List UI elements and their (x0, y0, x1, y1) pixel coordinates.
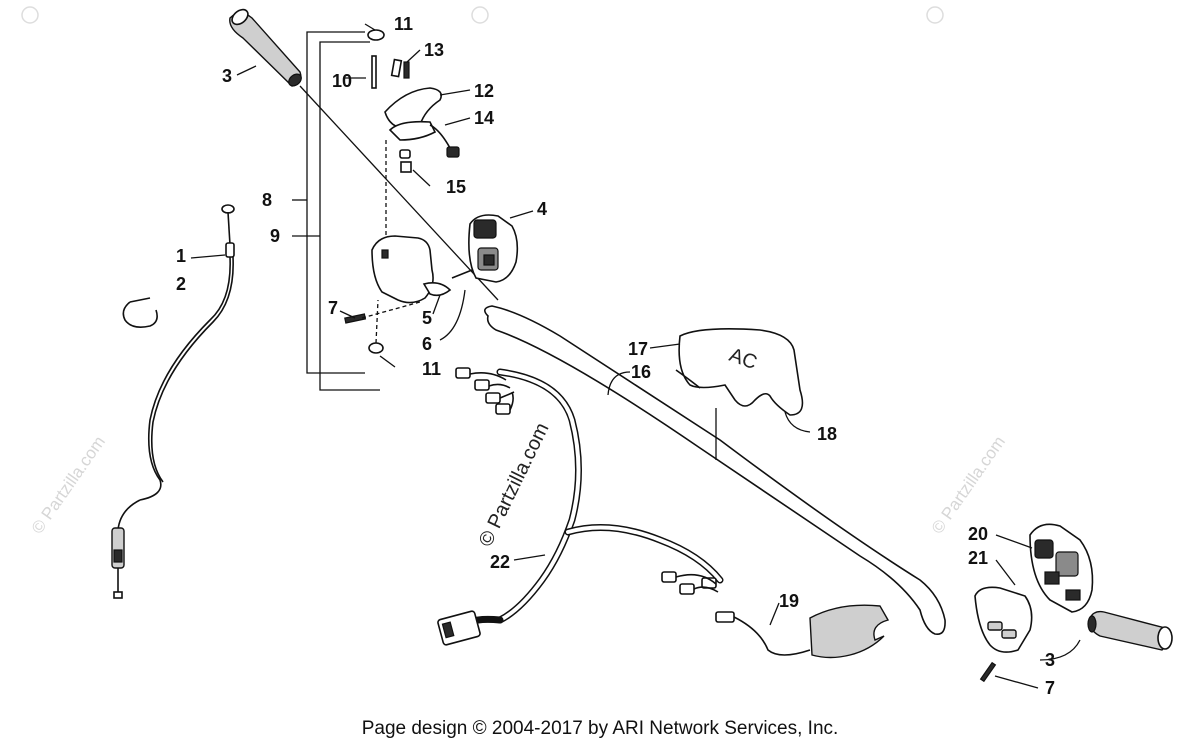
callout-3-left: 3 (222, 66, 232, 86)
brake-lever-assembly (367, 29, 460, 240)
handlebar-pad: AC (675, 328, 804, 460)
callout-16: 16 (631, 362, 651, 382)
callout-8: 8 (262, 190, 272, 210)
callout-17: 17 (628, 339, 648, 359)
handlebar (484, 305, 946, 636)
grip-heater (715, 604, 890, 659)
watermark-center: © Partzilla.com (475, 419, 554, 550)
callouts: 11 13 3 10 12 14 15 8 4 9 1 2 7 5 6 17 1… (176, 14, 1055, 698)
leader-lines (190, 23, 1081, 689)
callout-20: 20 (968, 524, 988, 544)
center-line (299, 85, 499, 301)
callout-7-right: 7 (1045, 678, 1055, 698)
callout-11-top: 11 (394, 14, 413, 34)
handlebar-grip-left (229, 8, 302, 87)
callout-13: 13 (424, 40, 444, 60)
bracket-8-9 (292, 31, 380, 391)
callout-7-left: 7 (328, 298, 338, 318)
corner-watermarks (21, 6, 944, 24)
callout-19: 19 (779, 591, 799, 611)
callout-5: 5 (422, 308, 432, 328)
cable-clip (122, 297, 158, 328)
callout-9: 9 (270, 226, 280, 246)
callout-6: 6 (422, 334, 432, 354)
callout-4: 4 (537, 199, 547, 219)
watermark-right: © Partzilla.com (928, 433, 1009, 538)
callout-14: 14 (474, 108, 494, 128)
callout-10: 10 (332, 71, 352, 91)
wiring-harness (437, 367, 724, 646)
callout-11-bottom: 11 (422, 359, 441, 379)
throttle-cable (111, 204, 235, 599)
callout-12: 12 (474, 81, 494, 101)
callout-3-right: 3 (1045, 650, 1055, 670)
callout-21: 21 (968, 548, 988, 568)
callout-2: 2 (176, 274, 186, 294)
switch-assembly-right (974, 523, 1094, 683)
callout-22: 22 (490, 552, 510, 572)
footer-copyright: Page design © 2004-2017 by ARI Network S… (361, 718, 839, 739)
switch-housing-left (344, 235, 473, 354)
switch-assembly-4 (468, 214, 519, 283)
callout-15: 15 (446, 177, 466, 197)
callout-18: 18 (817, 424, 837, 444)
callout-1: 1 (176, 246, 186, 266)
watermark-left: © Partzilla.com (28, 433, 109, 538)
handlebar-grip-right (1087, 610, 1173, 651)
